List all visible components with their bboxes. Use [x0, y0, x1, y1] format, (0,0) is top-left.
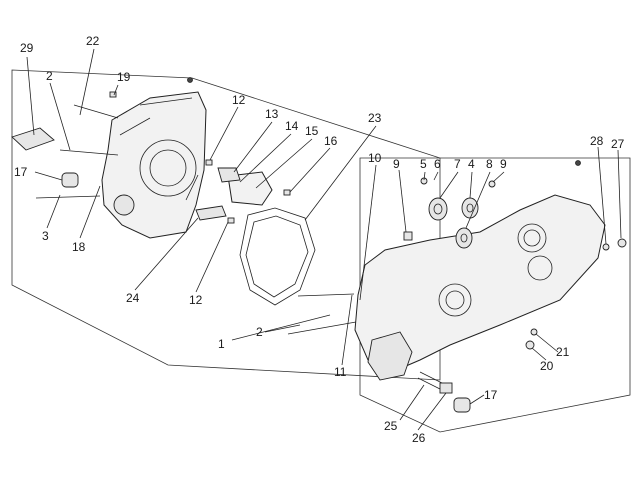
label-9: 9 [393, 157, 400, 171]
label-9b: 9 [500, 157, 507, 171]
label-24: 24 [126, 291, 140, 305]
breather-plate [195, 205, 227, 221]
bearing-4 [461, 197, 479, 219]
label-18: 18 [72, 240, 86, 254]
label-1: 1 [218, 337, 225, 351]
label-26: 26 [412, 431, 426, 445]
label-15: 15 [305, 124, 319, 138]
label-19: 19 [117, 70, 131, 84]
label-23: 23 [368, 111, 382, 125]
label-17b: 17 [484, 388, 498, 402]
label-22: 22 [86, 34, 100, 48]
label-11: 11 [334, 365, 347, 379]
label-8: 8 [486, 157, 493, 171]
label-28: 28 [590, 134, 604, 148]
oil-pump-cover [217, 167, 273, 206]
label-14: 14 [285, 119, 299, 133]
label-21: 21 [556, 345, 570, 359]
silent-block-left [61, 172, 79, 188]
label-25: 25 [384, 419, 398, 433]
label-2: 2 [46, 69, 53, 83]
label-4: 4 [468, 157, 475, 171]
bearing-7 [428, 197, 448, 221]
silent-block-right [453, 397, 471, 413]
right-crankcase-half [354, 160, 606, 381]
label-16: 16 [324, 134, 338, 148]
leader-lines [26, 48, 622, 431]
label-6: 6 [434, 157, 441, 171]
label-10: 10 [368, 151, 382, 165]
label-12b: 12 [189, 293, 203, 307]
label-29: 29 [20, 41, 34, 55]
oil-seal [455, 227, 473, 249]
label-5: 5 [420, 157, 427, 171]
left-crankcase-half [101, 77, 207, 239]
plate-29 [11, 127, 55, 151]
label-12: 12 [232, 93, 246, 107]
label-3: 3 [42, 229, 49, 243]
label-13: 13 [265, 107, 279, 121]
label-27: 27 [611, 137, 625, 151]
label-7: 7 [454, 157, 461, 171]
right-group-frame [359, 157, 631, 433]
crankcase-gasket [239, 207, 316, 306]
label-17: 17 [14, 165, 28, 179]
label-2b: 2 [256, 325, 263, 339]
label-20: 20 [540, 359, 554, 373]
spring-assembly [417, 371, 453, 394]
